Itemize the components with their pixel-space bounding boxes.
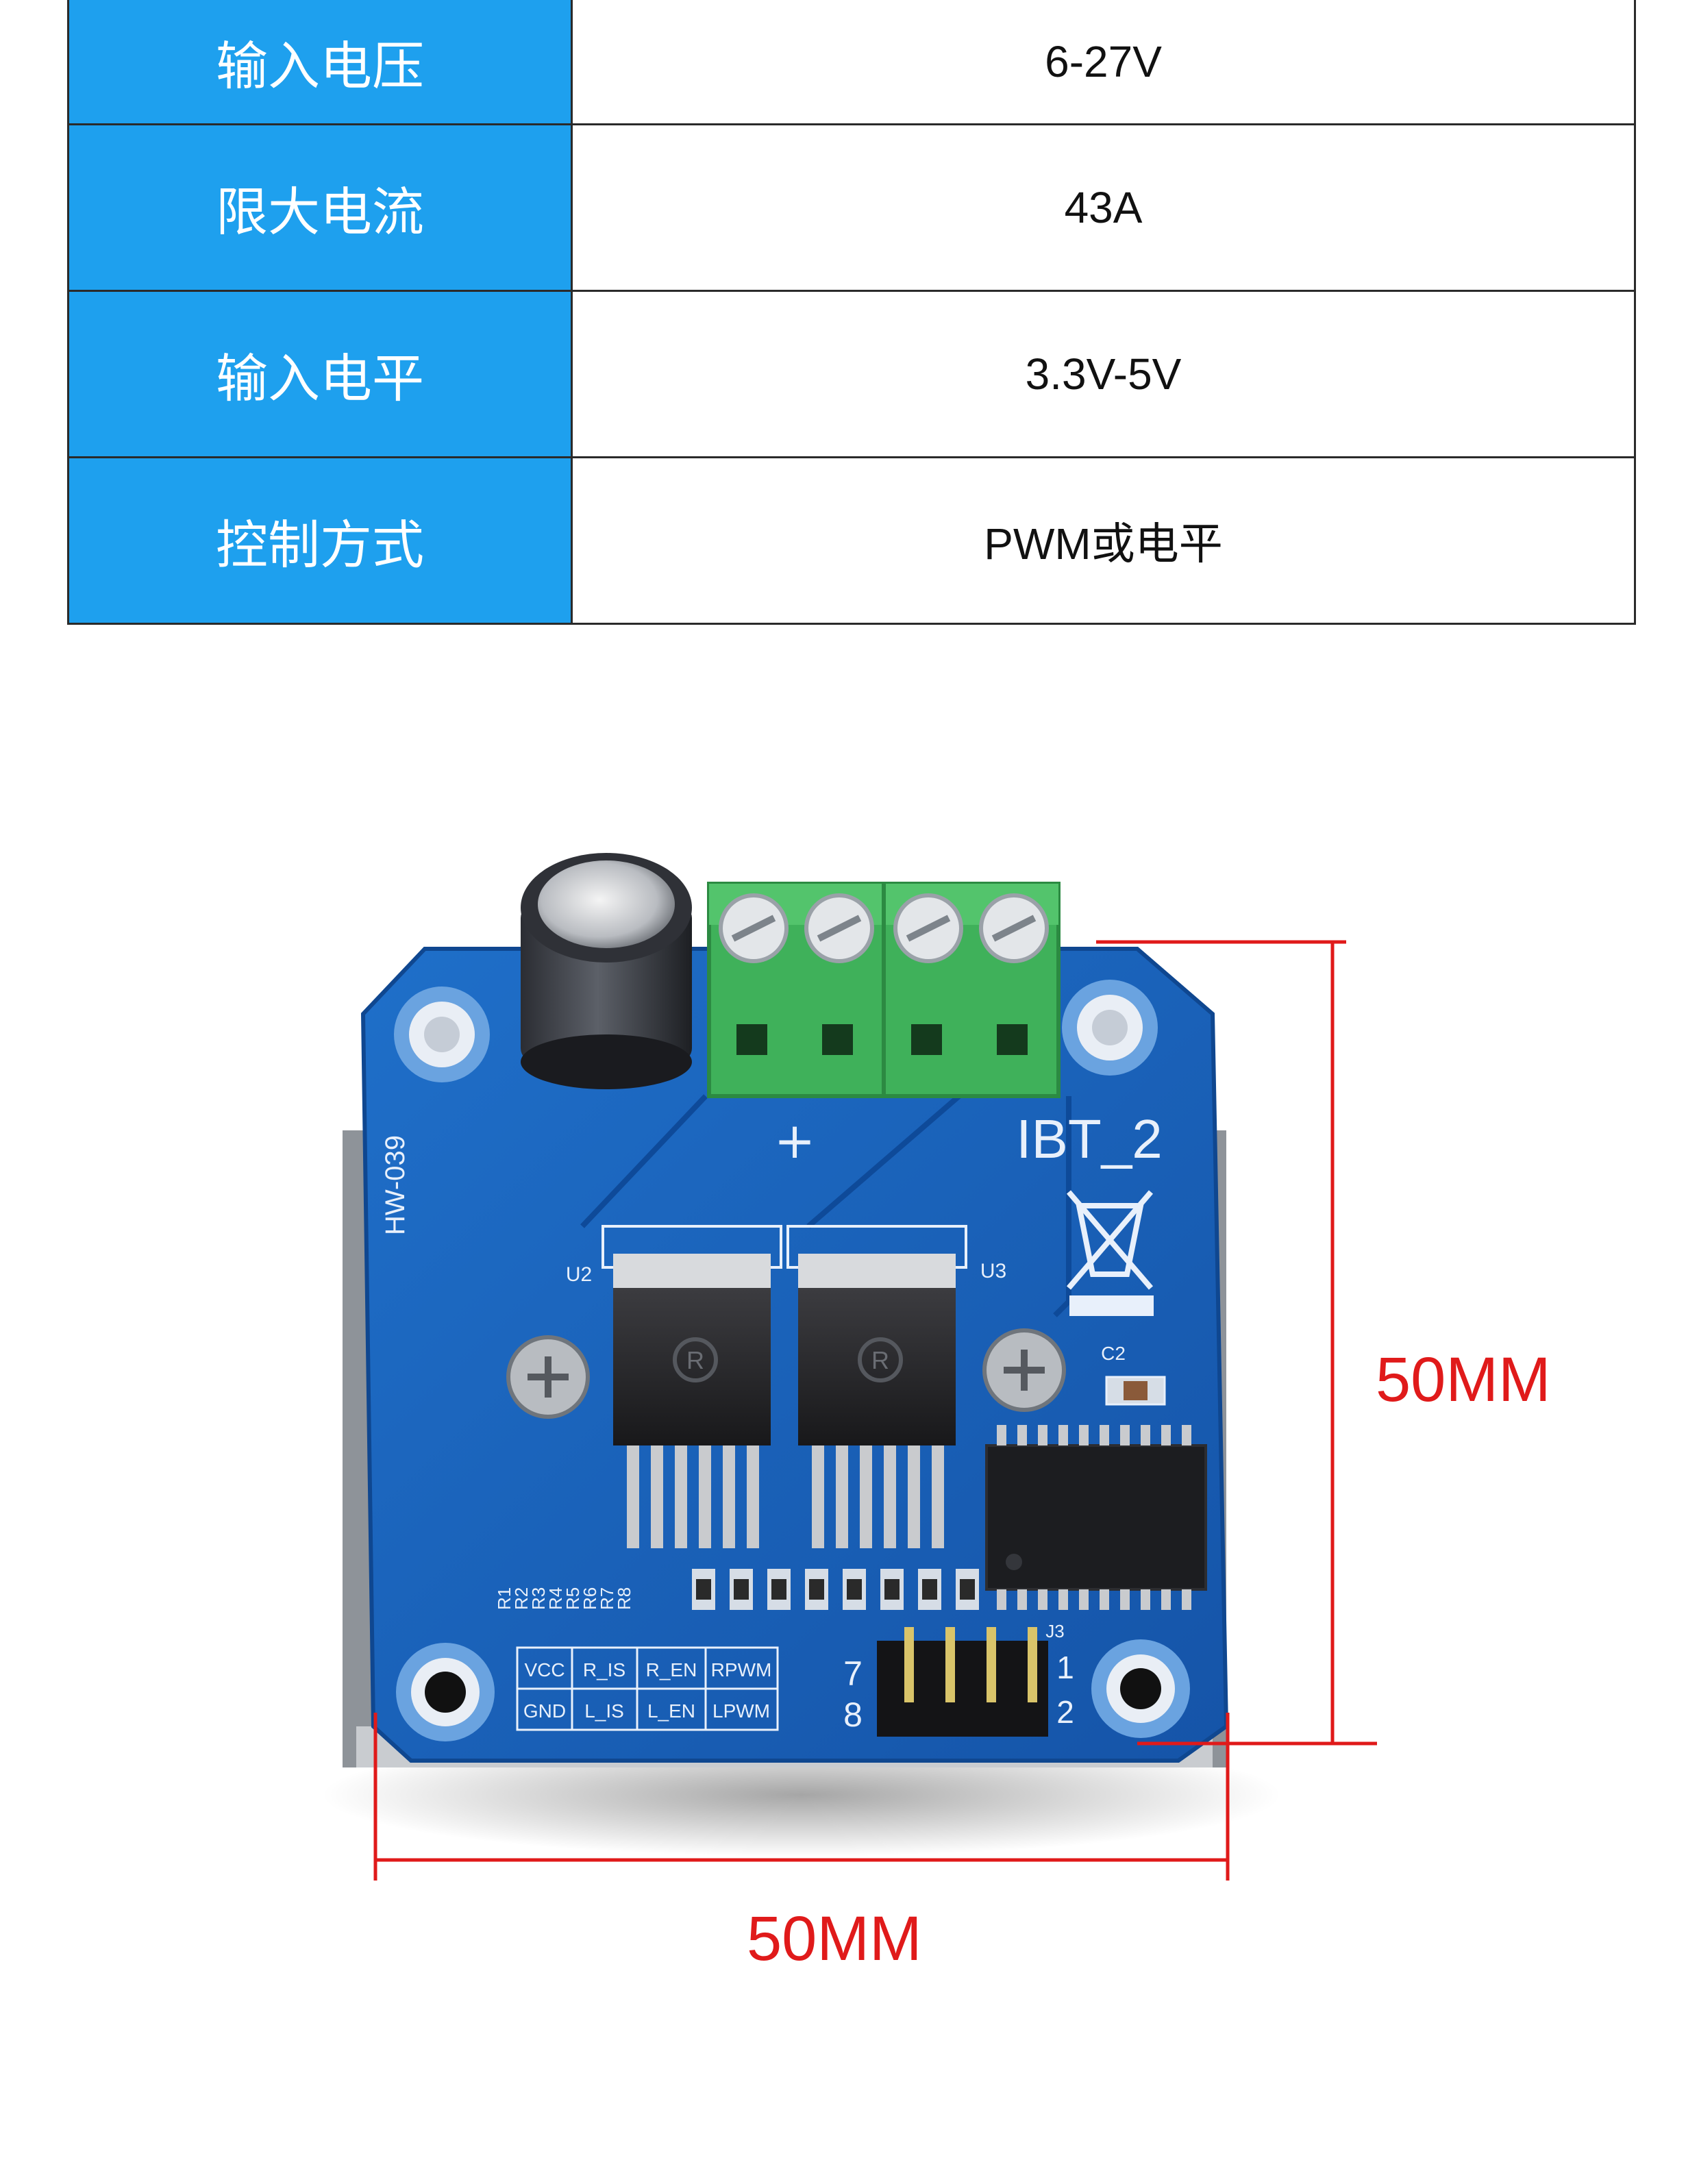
spec-value: 43A bbox=[571, 123, 1636, 292]
dimension-line-vertical bbox=[1096, 940, 1377, 1746]
spec-value: PWM或电平 bbox=[571, 456, 1636, 625]
u3-ref-label: U3 bbox=[980, 1260, 1006, 1282]
dimension-line-horizontal bbox=[373, 1713, 1230, 1881]
mounting-hole-top-right bbox=[1062, 980, 1158, 1076]
pin-label: VCC bbox=[524, 1659, 565, 1680]
mounting-hole-top-left bbox=[394, 986, 490, 1082]
spec-row-control-mode: 控制方式 PWM或电平 bbox=[67, 456, 1636, 625]
spec-value: 3.3V-5V bbox=[571, 290, 1636, 458]
width-dimension-label: 50MM bbox=[747, 1904, 922, 1974]
mosfet-u3: R bbox=[786, 1225, 967, 1548]
pin-label: R_EN bbox=[646, 1659, 697, 1680]
u2-ref-label: U2 bbox=[566, 1263, 592, 1286]
spec-row-input-level: 输入电平 3.3V-5V bbox=[67, 290, 1636, 458]
resistor-label: R7 bbox=[597, 1587, 617, 1610]
pin-label: GND bbox=[523, 1700, 566, 1722]
pin-number-label: 1 bbox=[1056, 1650, 1074, 1685]
pin-number-label: 7 bbox=[843, 1654, 863, 1693]
pcb-trace bbox=[806, 1093, 961, 1229]
screw-left bbox=[506, 1335, 590, 1419]
board-photo: + IBT_2 HW-039 R U2 R U3 bbox=[322, 853, 1377, 1881]
pin-number-label: 8 bbox=[843, 1696, 863, 1734]
pin-header-j3 bbox=[877, 1627, 1048, 1737]
spec-row-max-current: 限大电流 43A bbox=[67, 123, 1636, 292]
spec-label: 控制方式 bbox=[67, 456, 573, 625]
pin-label: L_EN bbox=[647, 1700, 695, 1722]
height-dimension-label: 50MM bbox=[1376, 1345, 1551, 1415]
resistor-label: R2 bbox=[511, 1587, 532, 1610]
capacitor-c2 bbox=[1105, 1376, 1166, 1406]
pin-label: RPWM bbox=[711, 1659, 772, 1680]
resistor-label: R5 bbox=[562, 1587, 583, 1610]
mosfet-u2: R bbox=[602, 1225, 782, 1548]
screw-terminal-block bbox=[707, 882, 1061, 1098]
pin-number-label: 2 bbox=[1056, 1694, 1074, 1730]
resistor-label: R1 bbox=[494, 1587, 514, 1610]
resistor-label: R3 bbox=[528, 1587, 549, 1610]
resistor-labels: R1 R2 R3 R4 R5 R6 R7 R8 bbox=[494, 1587, 634, 1610]
board-model-label: IBT_2 bbox=[1016, 1108, 1162, 1169]
chip-mark: R bbox=[686, 1346, 704, 1374]
screw-right bbox=[982, 1328, 1066, 1412]
pin-label-grid: VCC R_IS R_EN RPWM GND L_IS L_EN LPWM bbox=[516, 1646, 779, 1731]
resistor-label: R8 bbox=[614, 1587, 634, 1610]
spec-row-input-voltage: 输入电压 6-27V bbox=[67, 0, 1636, 125]
spec-label: 输入电平 bbox=[67, 290, 573, 458]
resistor-label: R4 bbox=[545, 1587, 566, 1610]
spec-value: 6-27V bbox=[571, 0, 1636, 125]
mounting-hole-bottom-left bbox=[396, 1643, 495, 1741]
logic-ic bbox=[985, 1425, 1207, 1610]
pcb-trace bbox=[1053, 1096, 1071, 1317]
c2-ref-label: C2 bbox=[1101, 1343, 1126, 1364]
pin-label: R_IS bbox=[583, 1659, 625, 1680]
spec-table: 输入电压 6-27V 限大电流 43A 输入电平 3.3V-5V 控制方式 PW… bbox=[67, 0, 1636, 625]
smd-resistors bbox=[692, 1569, 979, 1610]
resistor-label: R6 bbox=[580, 1587, 600, 1610]
pcb-trace bbox=[580, 1094, 708, 1228]
weee-bin-icon bbox=[1066, 1190, 1154, 1316]
chip-mark: R bbox=[871, 1346, 889, 1374]
polarity-plus-label: + bbox=[774, 1112, 815, 1169]
pin-label: LPWM bbox=[712, 1700, 770, 1722]
spec-label: 限大电流 bbox=[67, 123, 573, 292]
mounting-hole-bottom-right bbox=[1091, 1639, 1190, 1738]
board-code-label: HW-039 bbox=[380, 1135, 410, 1235]
spec-label: 输入电压 bbox=[67, 0, 573, 125]
pin-label: L_IS bbox=[584, 1700, 624, 1722]
j3-ref-label: J3 bbox=[1045, 1621, 1064, 1641]
electrolytic-capacitor bbox=[521, 853, 692, 1089]
